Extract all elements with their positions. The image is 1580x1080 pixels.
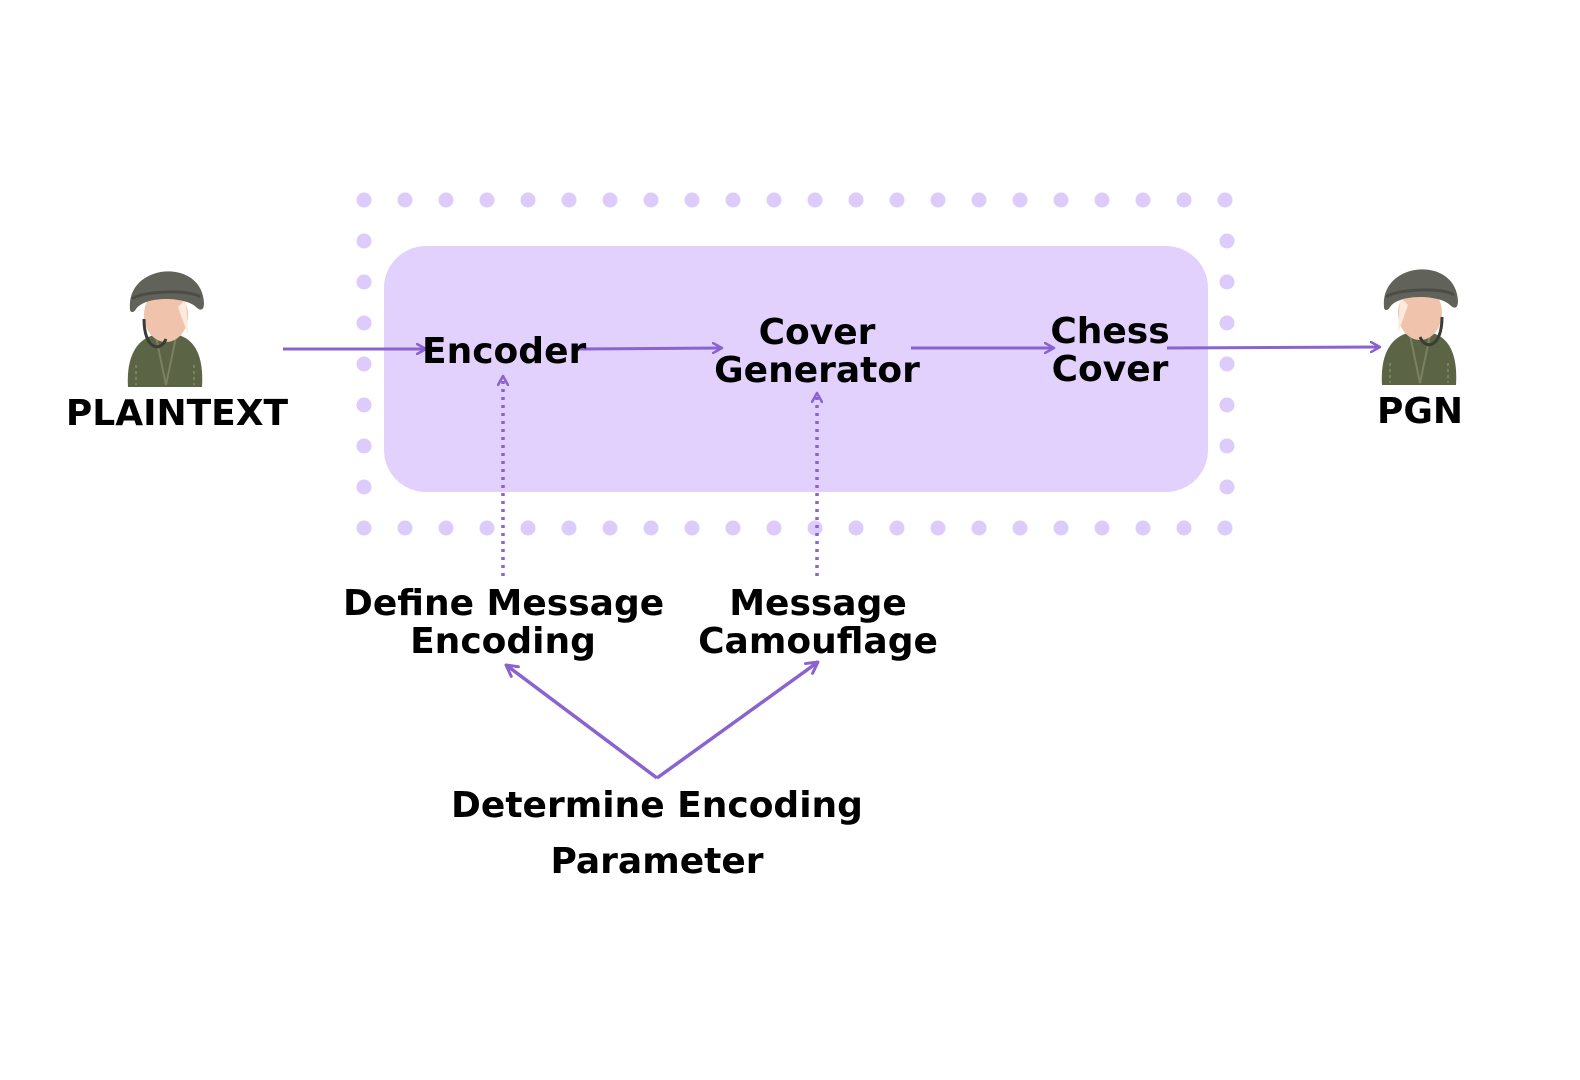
soldier-avatar-icon <box>1381 269 1458 385</box>
boundary-dot <box>725 192 741 208</box>
arrow-encoder-to-cover-generator <box>577 348 722 349</box>
boundary-dot <box>356 192 372 208</box>
boundary-dot <box>438 192 454 208</box>
define-message-encoding-line-1: Define Message <box>343 583 665 624</box>
boundary-dot <box>561 520 577 536</box>
boundary-dot <box>1012 192 1028 208</box>
define-message-encoding-line-2: Encoding <box>410 621 596 662</box>
plaintext-label: PLAINTEXT <box>65 393 289 434</box>
boundary-dot <box>643 520 659 536</box>
boundary-dot <box>1135 192 1151 208</box>
boundary-dot <box>602 192 618 208</box>
boundary-dot <box>1053 192 1069 208</box>
boundary-dot <box>356 233 372 249</box>
message-camouflage-line-1: Message <box>729 583 907 624</box>
boundary-dot <box>561 192 577 208</box>
boundary-dot <box>356 397 372 413</box>
boundary-dot <box>930 520 946 536</box>
determine-encoding-parameter-label: Determine Encoding Parameter <box>447 778 867 890</box>
boundary-dot <box>479 520 495 536</box>
boundary-dot <box>766 520 782 536</box>
boundary-dot <box>602 520 618 536</box>
boundary-dot <box>1094 520 1110 536</box>
boundary-dot <box>1135 520 1151 536</box>
define-message-encoding-label: Define Message Encoding <box>343 583 665 662</box>
boundary-dot <box>356 356 372 372</box>
determine-encoding-parameter-line-2: Parameter <box>550 841 764 882</box>
boundary-dot <box>1219 315 1235 331</box>
encoder-label: Encoder <box>422 331 587 372</box>
boundary-dot <box>356 274 372 290</box>
boundary-dot <box>1219 274 1235 290</box>
boundary-dot <box>1094 192 1110 208</box>
arrow-parameter-to-camouflage <box>655 660 820 780</box>
boundary-dot <box>1176 192 1192 208</box>
pgn-label: PGN <box>1376 391 1464 432</box>
boundary-dot <box>643 192 659 208</box>
boundary-dot <box>1219 356 1235 372</box>
boundary-dot <box>971 520 987 536</box>
cover-generator-label: Cover Generator <box>707 314 927 390</box>
boundary-dot <box>1219 479 1235 495</box>
boundary-dot <box>397 520 413 536</box>
dotted-boundary <box>356 192 1235 536</box>
chess-cover-label: Chess Cover <box>1040 313 1180 389</box>
boundary-dot <box>1217 520 1233 536</box>
boundary-dot <box>725 520 741 536</box>
arrow-chess-cover-to-pgn <box>1166 347 1380 348</box>
determine-encoding-parameter-line-1: Determine Encoding <box>451 785 863 826</box>
boundary-dot <box>356 479 372 495</box>
boundary-dot <box>889 192 905 208</box>
cover-generator-line-1: Cover <box>758 312 876 353</box>
boundary-dot <box>807 520 823 536</box>
boundary-dot <box>766 192 782 208</box>
boundary-dot <box>807 192 823 208</box>
boundary-dot <box>1012 520 1028 536</box>
boundary-dot <box>684 520 700 536</box>
process-box <box>384 246 1208 492</box>
arrow-parameter-to-define-encoding <box>504 663 659 780</box>
boundary-dot <box>971 192 987 208</box>
boundary-dot <box>356 438 372 454</box>
boundary-dot <box>438 520 454 536</box>
boundary-dot <box>520 192 536 208</box>
boundary-dot <box>356 315 372 331</box>
boundary-dot <box>930 192 946 208</box>
boundary-dot <box>889 520 905 536</box>
boundary-dot <box>848 192 864 208</box>
boundary-dot <box>520 520 536 536</box>
soldier-avatar-icon <box>127 271 204 387</box>
message-camouflage-label: Message Camouflage <box>688 585 948 661</box>
boundary-dot <box>356 520 372 536</box>
chess-cover-line-1: Chess <box>1050 311 1170 352</box>
boundary-dot <box>1219 397 1235 413</box>
boundary-dot <box>1219 438 1235 454</box>
boundary-dot <box>397 192 413 208</box>
boundary-dot <box>1053 520 1069 536</box>
boundary-dot <box>1176 520 1192 536</box>
boundary-dot <box>848 520 864 536</box>
boundary-dot <box>684 192 700 208</box>
boundary-dot <box>1217 192 1233 208</box>
boundary-dot <box>479 192 495 208</box>
chess-cover-line-2: Cover <box>1051 349 1169 390</box>
cover-generator-line-2: Generator <box>714 350 920 391</box>
message-camouflage-line-2: Camouflage <box>698 621 938 662</box>
boundary-dot <box>1219 233 1235 249</box>
